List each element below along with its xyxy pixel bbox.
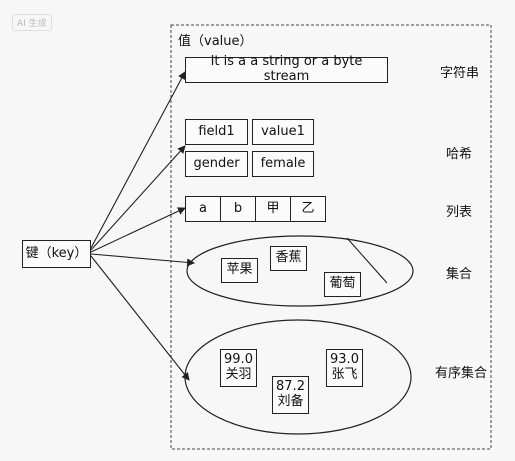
set-ellipse — [186, 235, 414, 307]
arrow-to-set — [90, 253, 195, 267]
list-item-cell: b — [220, 196, 256, 222]
hash-field-cell: gender — [185, 151, 248, 177]
arrow-to-list — [90, 207, 186, 253]
hash-field-cell: field1 — [185, 119, 248, 145]
zset-member: 刘备 — [277, 394, 304, 409]
value-container-border — [170, 24, 492, 450]
value-container-title: 值（value） — [178, 34, 253, 49]
set-stray-line — [346, 237, 388, 284]
hash-value-cell: value1 — [252, 119, 314, 145]
zset-score: 99.0 — [224, 352, 253, 368]
zset-entry-box: 93.0 张飞 — [326, 349, 363, 387]
type-label-hash: 哈希 — [446, 147, 473, 162]
zset-score: 87.2 — [276, 379, 305, 395]
set-member-box: 葡萄 — [324, 272, 361, 297]
type-label-set: 集合 — [446, 267, 473, 282]
watermark: AI 生成 — [12, 14, 52, 31]
zset-member: 张飞 — [331, 367, 358, 382]
type-label-zset: 有序集合 — [435, 366, 488, 381]
list-item-cell: 甲 — [255, 196, 291, 222]
string-value-box: It is a a string or a byte stream — [185, 54, 388, 84]
arrow-to-hash — [90, 145, 186, 251]
zset-entry-box: 87.2 刘备 — [272, 376, 309, 414]
zset-entry-box: 99.0 关羽 — [220, 349, 257, 387]
key-box: 键（key） — [22, 240, 91, 268]
zset-member: 关羽 — [225, 367, 252, 382]
list-item-cell: 乙 — [290, 196, 326, 222]
arrow-to-string — [90, 71, 186, 249]
set-member-box: 苹果 — [221, 258, 258, 283]
set-member-box: 香蕉 — [270, 246, 307, 271]
arrow-to-zset — [90, 255, 190, 381]
type-label-list: 列表 — [446, 205, 473, 220]
list-item-cell: a — [185, 196, 221, 222]
hash-value-cell: female — [252, 151, 314, 177]
zset-score: 93.0 — [330, 352, 359, 368]
type-label-string: 字符串 — [440, 66, 480, 81]
